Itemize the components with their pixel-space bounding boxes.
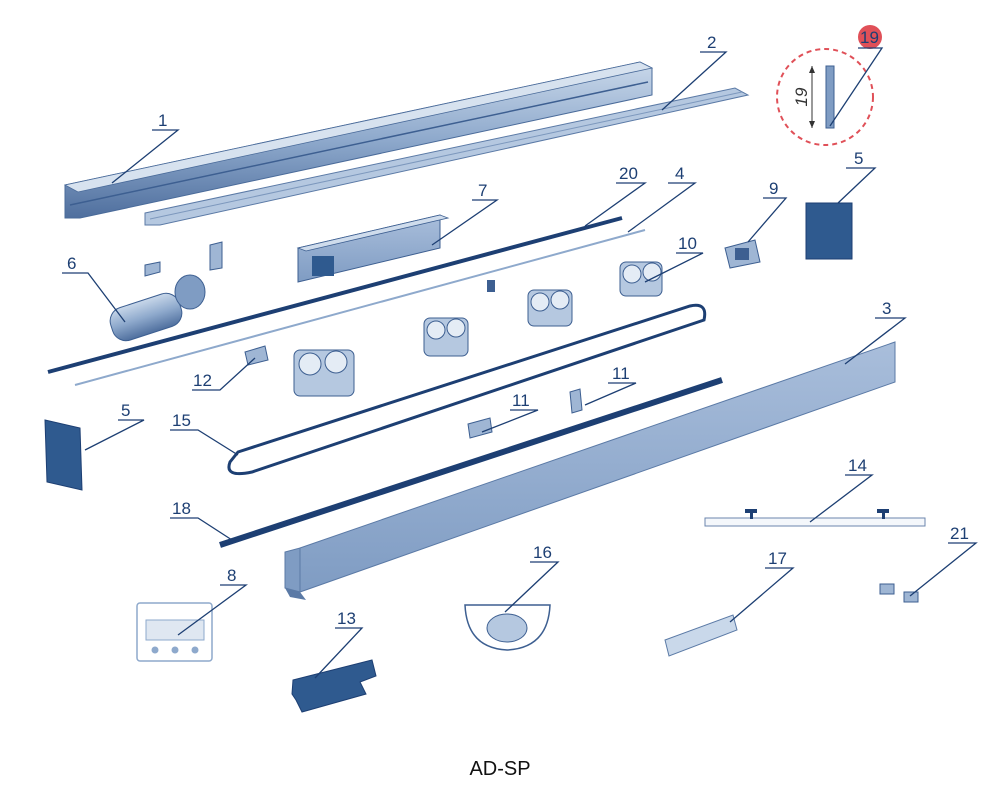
part-6-motor	[109, 241, 223, 342]
part-1-track-profile	[63, 61, 654, 219]
part-16-sensor	[464, 604, 551, 651]
part-5-end-cap-right	[805, 202, 853, 260]
part-11-bracket-b	[569, 388, 583, 414]
callout-14: 14	[848, 456, 867, 475]
leader-lines	[62, 47, 978, 679]
part-5-end-cap-left	[44, 419, 83, 491]
callout-15: 15	[172, 411, 191, 430]
callout-3: 3	[882, 299, 891, 318]
callout-5-right: 5	[854, 149, 863, 168]
callout-10: 10	[678, 234, 697, 253]
callout-18: 18	[172, 499, 191, 518]
callout-11-left: 11	[512, 391, 530, 410]
part-13-mounting-plate	[291, 659, 377, 713]
callout-16: 16	[533, 543, 552, 562]
callout-9: 9	[769, 179, 778, 198]
callout-19: 19	[860, 28, 879, 47]
part-10-roller-carriages	[293, 261, 663, 397]
part-7-control-box	[296, 214, 450, 283]
part-15-belt-loop	[227, 303, 707, 476]
part-21-fittings	[879, 583, 919, 603]
callout-19-badge	[858, 25, 882, 49]
part-9-bracket	[724, 239, 761, 269]
part-18-rack-strip	[219, 377, 723, 548]
small-clip	[487, 280, 495, 292]
part-8-control-panel	[136, 602, 213, 662]
part-4-rod	[74, 229, 646, 386]
part-2-cover-rail	[144, 87, 750, 226]
callout-2: 2	[707, 33, 716, 52]
part-19-detail: 19	[776, 25, 882, 146]
callout-8: 8	[227, 566, 236, 585]
callout-12: 12	[193, 371, 212, 390]
callout-21: 21	[950, 524, 969, 543]
callout-17: 17	[768, 549, 787, 568]
callout-4: 4	[675, 164, 684, 183]
dimension-label: 19	[792, 87, 811, 106]
callout-6: 6	[67, 254, 76, 273]
part-20-belt-strip	[47, 216, 623, 374]
part-11-bracket-a	[467, 417, 493, 439]
callout-5-left: 5	[121, 401, 130, 420]
callout-1: 1	[158, 111, 167, 130]
diagram-caption: AD-SP	[469, 758, 531, 780]
callout-13: 13	[337, 609, 356, 628]
callout-11-right: 11	[612, 364, 630, 383]
callout-labels: 1 2 19 5 20 4 9 7 10 6 3 12 11 11 5 15 1…	[67, 28, 969, 628]
part-3-cover-panel	[284, 341, 896, 600]
part-17-handle	[664, 614, 738, 657]
callout-7: 7	[478, 181, 487, 200]
callout-20: 20	[619, 164, 638, 183]
part-12-bracket	[244, 345, 269, 366]
